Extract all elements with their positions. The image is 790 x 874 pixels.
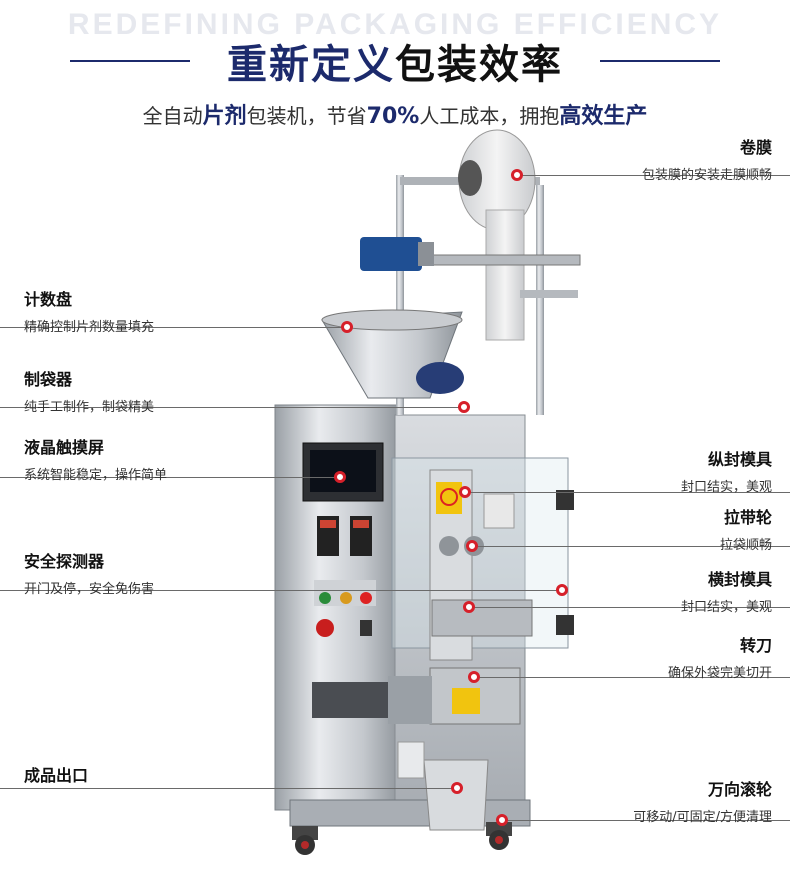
marker-pull-roller: [466, 540, 478, 552]
label-desc: 确保外袋完美切开: [667, 666, 772, 681]
subtitle: 全自动片剂包装机，节省70%人工成本，拥抱高效生产: [0, 98, 790, 130]
label-title: 横封模具: [707, 570, 772, 589]
callout-line-horizontal-seal: [469, 607, 790, 608]
subtitle-seg-4: 70%: [366, 104, 420, 129]
subtitle-seg-6: 高效生产: [559, 104, 648, 129]
label-desc: 精确控制片剂数量填充: [24, 320, 155, 335]
subtitle-seg-1: 全自动: [142, 104, 203, 128]
title-part-2: 包装效率: [395, 42, 563, 88]
label-vertical-seal: 纵封模具 封口结实，美观: [681, 446, 772, 495]
marker-cutter: [468, 671, 480, 683]
label-title: 万向滚轮: [707, 780, 772, 799]
label-title: 制袋器: [24, 370, 73, 389]
label-desc: 纯手工制作，制袋精美: [24, 400, 155, 415]
callout-line-vertical-seal: [465, 492, 790, 493]
marker-caster-wheel: [496, 814, 508, 826]
title-divider-left: [70, 60, 190, 62]
label-desc: 封口结实，美观: [680, 600, 772, 615]
label-desc: 系统智能稳定，操作简单: [24, 468, 168, 483]
label-touch-screen: 液晶触摸屏 系统智能稳定，操作简单: [24, 434, 167, 483]
callout-line-cutter: [474, 677, 790, 678]
callout-line-counting-disc: [0, 327, 347, 328]
background-slogan: REDEFINING PACKAGING EFFICIENCY: [67, 8, 723, 41]
marker-safety-detector: [556, 584, 568, 596]
label-counting-disc: 计数盘 精确控制片剂数量填充: [24, 286, 154, 335]
subtitle-seg-3: 包装机，节省: [246, 104, 367, 128]
subtitle-seg-5: 人工成本，拥抱: [419, 104, 560, 128]
label-title: 卷膜: [739, 138, 772, 157]
callout-line-safety-detector: [0, 590, 562, 591]
marker-product-outlet: [451, 782, 463, 794]
marker-bag-former: [458, 401, 470, 413]
callout-line-caster-wheel: [502, 820, 790, 821]
label-product-outlet: 成品出口: [24, 762, 88, 786]
label-caster-wheel: 万向滚轮 可移动/可固定/方便清理: [633, 776, 772, 825]
label-title: 转刀: [739, 636, 772, 655]
label-horizontal-seal: 横封模具 封口结实，美观: [681, 566, 772, 615]
title-part-1: 重新定义: [227, 42, 395, 88]
marker-counting-disc: [341, 321, 353, 333]
marker-horizontal-seal: [463, 601, 475, 613]
callout-line-bag-former: [0, 407, 464, 408]
subtitle-seg-2: 片剂: [202, 104, 247, 129]
label-title: 安全探测器: [24, 552, 105, 571]
page-title: 重新定义包装效率: [0, 32, 790, 90]
callout-line-touch-screen: [0, 477, 340, 478]
callout-line-product-outlet: [0, 788, 457, 789]
label-desc: 拉袋顺畅: [719, 538, 772, 553]
label-desc: 可移动/可固定/方便清理: [633, 810, 772, 825]
callout-line-film-roll: [517, 175, 790, 176]
label-pull-roller: 拉带轮 拉袋顺畅: [720, 504, 772, 553]
marker-film-roll: [511, 169, 523, 181]
label-title: 成品出口: [24, 766, 89, 785]
label-title: 拉带轮: [723, 508, 772, 527]
title-divider-right: [600, 60, 720, 62]
label-film-roll: 卷膜 包装膜的安装走膜顺畅: [642, 134, 772, 183]
label-title: 计数盘: [24, 290, 73, 309]
callout-line-pull-roller: [472, 546, 790, 547]
label-cutter: 转刀 确保外袋完美切开: [668, 632, 772, 681]
label-title: 液晶触摸屏: [24, 438, 105, 457]
label-safety-detector: 安全探测器 开门及停，安全免伤害: [24, 548, 154, 597]
label-desc: 包装膜的安装走膜顺畅: [641, 168, 772, 183]
label-desc: 封口结实，美观: [680, 480, 772, 495]
label-bag-former: 制袋器 纯手工制作，制袋精美: [24, 366, 154, 415]
label-desc: 开门及停，安全免伤害: [24, 582, 155, 597]
label-title: 纵封模具: [707, 450, 772, 469]
marker-touch-screen: [334, 471, 346, 483]
marker-vertical-seal: [459, 486, 471, 498]
